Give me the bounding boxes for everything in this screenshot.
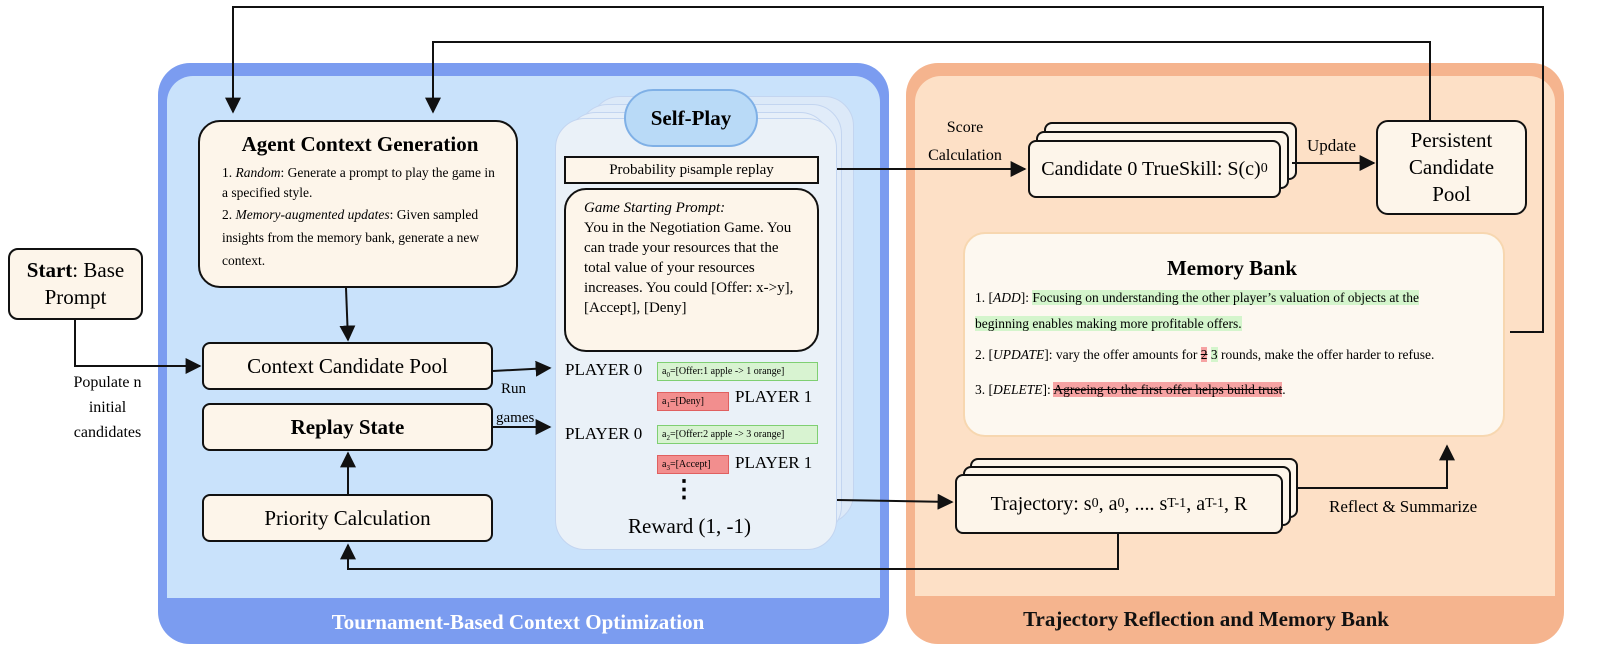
populate-line-2: initial: [88, 399, 127, 416]
persistent-line-2: Candidate: [1408, 155, 1495, 179]
turn-3-player: PLAYER 1: [735, 453, 813, 472]
context-candidate-pool-box: Context Candidate Pool: [202, 342, 493, 390]
persistent-line-1: Persistent: [1410, 128, 1493, 152]
priority-calculation-box: Priority Calculation: [202, 494, 493, 542]
populate-label: Populate n initial candidates: [50, 370, 165, 445]
persistent-line-3: Pool: [1432, 182, 1471, 206]
self-play-badge: Self-Play: [624, 89, 758, 147]
start-line2: Prompt: [44, 285, 107, 309]
game-prompt-title: Game Starting Prompt:: [584, 200, 726, 216]
persistent-candidate-pool-box: Persistent Candidate Pool: [1376, 120, 1527, 215]
start-rest: : Base: [72, 258, 125, 282]
agent-context-title: Agent Context Generation: [241, 132, 479, 156]
memory-update-old: 2: [1200, 347, 1208, 362]
reflect-summarize-label: Reflect & Summarize: [1329, 497, 1478, 516]
right-panel-title: Trajectory Reflection and Memory Bank: [1023, 606, 1389, 631]
start-box: Start: Base Prompt: [8, 248, 143, 320]
memory-bank-box: Memory Bank 1. [ADD]: Focusing on unders…: [963, 232, 1505, 437]
agent-context-item-1: 1. Random: Generate a prompt to play the…: [222, 165, 495, 200]
turn-2-action: a2=[Offer:2 apple -> 3 orange]: [657, 425, 818, 444]
update-label: Update: [1307, 136, 1357, 155]
run-games-label: Run games: [496, 375, 534, 433]
populate-line-1: Populate n: [73, 374, 142, 391]
game-starting-prompt-box: Game Starting Prompt: You in the Negotia…: [564, 188, 819, 352]
ellipsis: ⋮: [672, 477, 696, 503]
turn-1-action: a1=[Deny]: [657, 392, 729, 411]
memory-update-new: 3: [1210, 347, 1218, 362]
memory-add-text: Focusing on understanding the other play…: [975, 290, 1420, 331]
candidate-trueskill-box: Candidate 0 TrueSkill: S(c)0: [1028, 140, 1281, 198]
memory-delete-text: Agreeing to the first offer helps build …: [1053, 382, 1283, 397]
turn-0-action: a0=[Offer:1 apple -> 1 orange]: [657, 362, 818, 381]
memory-update-entry: 2. [UPDATE]: vary the offer amounts for …: [975, 347, 1435, 362]
games-label: games: [496, 410, 535, 426]
memory-add-entry: 1. [ADD]: Focusing on understanding the …: [975, 290, 1420, 331]
populate-line-3: candidates: [73, 424, 142, 441]
calculation-label: Calculation: [928, 147, 1002, 164]
turn-2-player: PLAYER 0: [565, 424, 643, 443]
replay-state-box: Replay State: [202, 403, 493, 451]
start-bold: Start: [26, 258, 73, 282]
memory-delete-entry: 3. [DELETE]: Agreeing to the first offer…: [975, 382, 1286, 397]
left-panel-title: Tournament-Based Context Optimization: [331, 609, 705, 634]
turn-1-player: PLAYER 1: [735, 387, 813, 406]
reward-label: Reward (1, -1): [628, 514, 752, 538]
agent-context-item-2: 2. Memory-augmented updates: Given sampl…: [222, 207, 480, 268]
score-calculation-label: Score Calculation: [920, 114, 1010, 170]
score-label: Score: [946, 119, 984, 136]
turn-3-action: a3=[Accept]: [657, 455, 729, 474]
memory-bank-title: Memory Bank: [1166, 256, 1298, 280]
game-prompt-text: You in the Negotiation Game. You can tra…: [584, 220, 794, 316]
agent-context-generation-box: Agent Context Generation 1. Random: Gene…: [198, 120, 518, 288]
turn-0-player: PLAYER 0: [565, 360, 643, 379]
run-label: Run: [501, 381, 527, 397]
